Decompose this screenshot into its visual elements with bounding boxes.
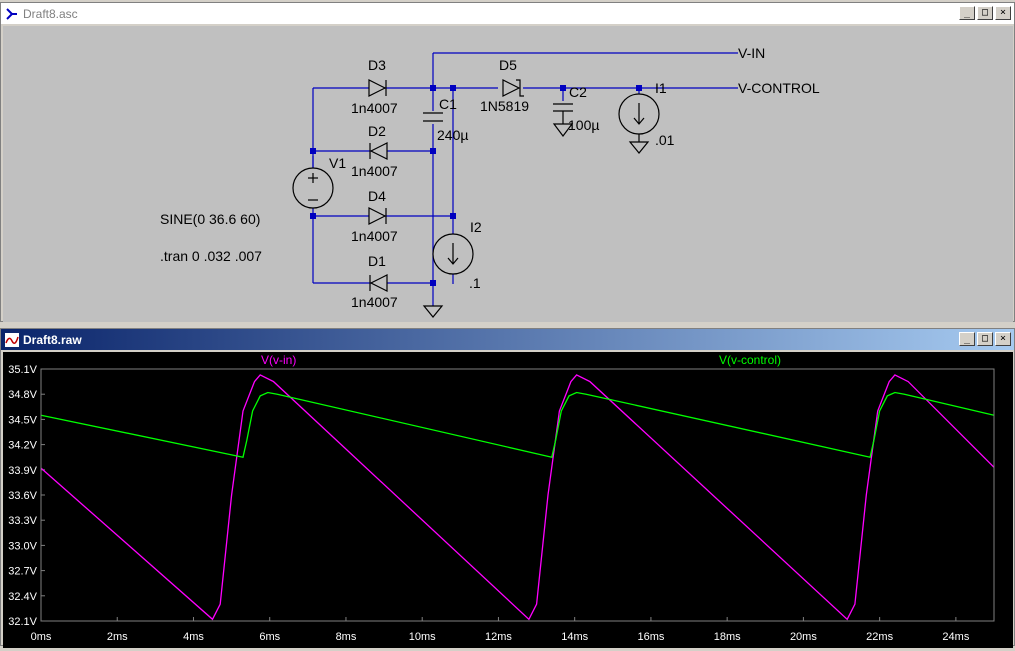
label-c2: C2 <box>569 84 587 100</box>
schematic-titlebar[interactable]: Draft8.asc _ □ × <box>1 3 1014 24</box>
trace-label-vcontrol[interactable]: V(v-control) <box>719 353 781 367</box>
waveform-chart: V(v-in) V(v-control) 35.1V 34.8V 34.5V 34.2… <box>8 353 995 643</box>
capacitor-symbols <box>423 103 574 137</box>
plot-frame <box>40 368 995 622</box>
label-d1-model: 1n4007 <box>351 294 398 310</box>
minimize-button[interactable]: _ <box>959 332 975 346</box>
capacitor-c2[interactable] <box>552 103 574 137</box>
y-tick-label: 34.2V <box>8 440 37 452</box>
x-tick-label: 4ms <box>183 631 204 643</box>
trace-v-v-in[interactable] <box>40 374 995 621</box>
label-d4: D4 <box>368 188 386 204</box>
waveform-titlebar[interactable]: Draft8.raw _ □ × <box>1 329 1014 350</box>
maximize-button[interactable]: □ <box>977 6 993 20</box>
capacitor-c1[interactable] <box>423 112 443 122</box>
y-tick-label: 33.3V <box>8 515 37 527</box>
x-tick-label: 0ms <box>31 631 52 643</box>
current-source-i1[interactable] <box>618 93 660 154</box>
schematic-drawing: D3 1n4007 D2 1n4007 D4 1n4007 D1 1n4007 … <box>160 45 820 318</box>
schematic-canvas[interactable]: D3 1n4007 D2 1n4007 D4 1n4007 D1 1n4007 … <box>3 26 1013 322</box>
label-i2-value: .1 <box>469 275 481 291</box>
y-tick-label: 35.1V <box>8 364 37 376</box>
label-i1-value: .01 <box>655 132 675 148</box>
y-tick-label: 33.6V <box>8 490 37 502</box>
x-tick-label: 16ms <box>637 631 664 643</box>
diode-d5[interactable] <box>502 79 524 97</box>
current-source-i2[interactable] <box>432 233 474 275</box>
schematic-window: Draft8.asc _ □ × <box>0 2 1015 322</box>
x-tick-label: 2ms <box>107 631 128 643</box>
junction-dots <box>310 85 642 286</box>
label-c1: C1 <box>439 96 457 112</box>
current-source-symbols <box>422 93 660 318</box>
y-tick-label: 33.9V <box>8 465 37 477</box>
waveform-title: Draft8.raw <box>23 332 82 347</box>
label-i2: I2 <box>470 219 482 235</box>
close-button[interactable]: × <box>995 332 1011 346</box>
y-tick-label: 32.4V <box>8 591 37 603</box>
y-tick-label: 33.0V <box>8 540 37 552</box>
y-tick-label: 32.7V <box>8 566 37 578</box>
minimize-button[interactable]: _ <box>959 6 975 20</box>
label-v1-value: SINE(0 36.6 60) <box>160 211 260 227</box>
trace-v-v-control[interactable] <box>40 391 995 458</box>
ltspice-app-icon <box>6 7 17 20</box>
x-tick-label: 18ms <box>714 631 741 643</box>
maximize-button[interactable]: □ <box>977 332 993 346</box>
diode-d3[interactable] <box>368 79 387 97</box>
voltage-source-v1[interactable] <box>292 167 334 209</box>
net-label-vcontrol: V-CONTROL <box>738 80 820 96</box>
diode-d2[interactable] <box>369 142 388 160</box>
diode-d4[interactable] <box>368 207 387 225</box>
x-tick-label: 8ms <box>336 631 357 643</box>
label-d2-model: 1n4007 <box>351 163 398 179</box>
x-tick-label: 10ms <box>409 631 436 643</box>
trace-label-vin[interactable]: V(v-in) <box>261 353 296 367</box>
label-d1: D1 <box>368 253 386 269</box>
x-tick-label: 12ms <box>485 631 512 643</box>
x-tick-label: 22ms <box>866 631 893 643</box>
waveform-window: Draft8.raw _ □ × V(v-in) V(v-control) 35… <box>0 328 1015 648</box>
x-tick-label: 20ms <box>790 631 817 643</box>
y-tick-label: 32.1V <box>8 616 37 628</box>
label-d3: D3 <box>368 57 386 73</box>
ground-symbol-main <box>422 305 444 318</box>
schematic-title: Draft8.asc <box>23 6 78 21</box>
y-tick-label: 34.5V <box>8 414 37 426</box>
diode-d1[interactable] <box>369 274 388 292</box>
label-d2: D2 <box>368 123 386 139</box>
diode-symbols <box>368 79 524 292</box>
label-d5-model: 1N5819 <box>480 98 529 114</box>
label-v1: V1 <box>329 155 346 171</box>
label-c2-value: 100µ <box>568 117 599 133</box>
close-button[interactable]: × <box>995 6 1011 20</box>
label-i1: I1 <box>655 80 667 96</box>
net-label-vin: V-IN <box>738 45 765 61</box>
label-d4-model: 1n4007 <box>351 228 398 244</box>
y-tick-label: 34.8V <box>8 389 37 401</box>
x-tick-label: 14ms <box>561 631 588 643</box>
label-tran: .tran 0 .032 .007 <box>160 248 262 264</box>
label-d5: D5 <box>499 57 517 73</box>
label-c1-value: 240µ <box>437 127 468 143</box>
waveform-plot-area[interactable]: V(v-in) V(v-control) 35.1V 34.8V 34.5V 34.2… <box>3 352 1013 648</box>
waveform-app-icon <box>5 332 19 347</box>
x-tick-label: 24ms <box>942 631 969 643</box>
x-tick-label: 6ms <box>259 631 280 643</box>
label-d3-model: 1n4007 <box>351 100 398 116</box>
